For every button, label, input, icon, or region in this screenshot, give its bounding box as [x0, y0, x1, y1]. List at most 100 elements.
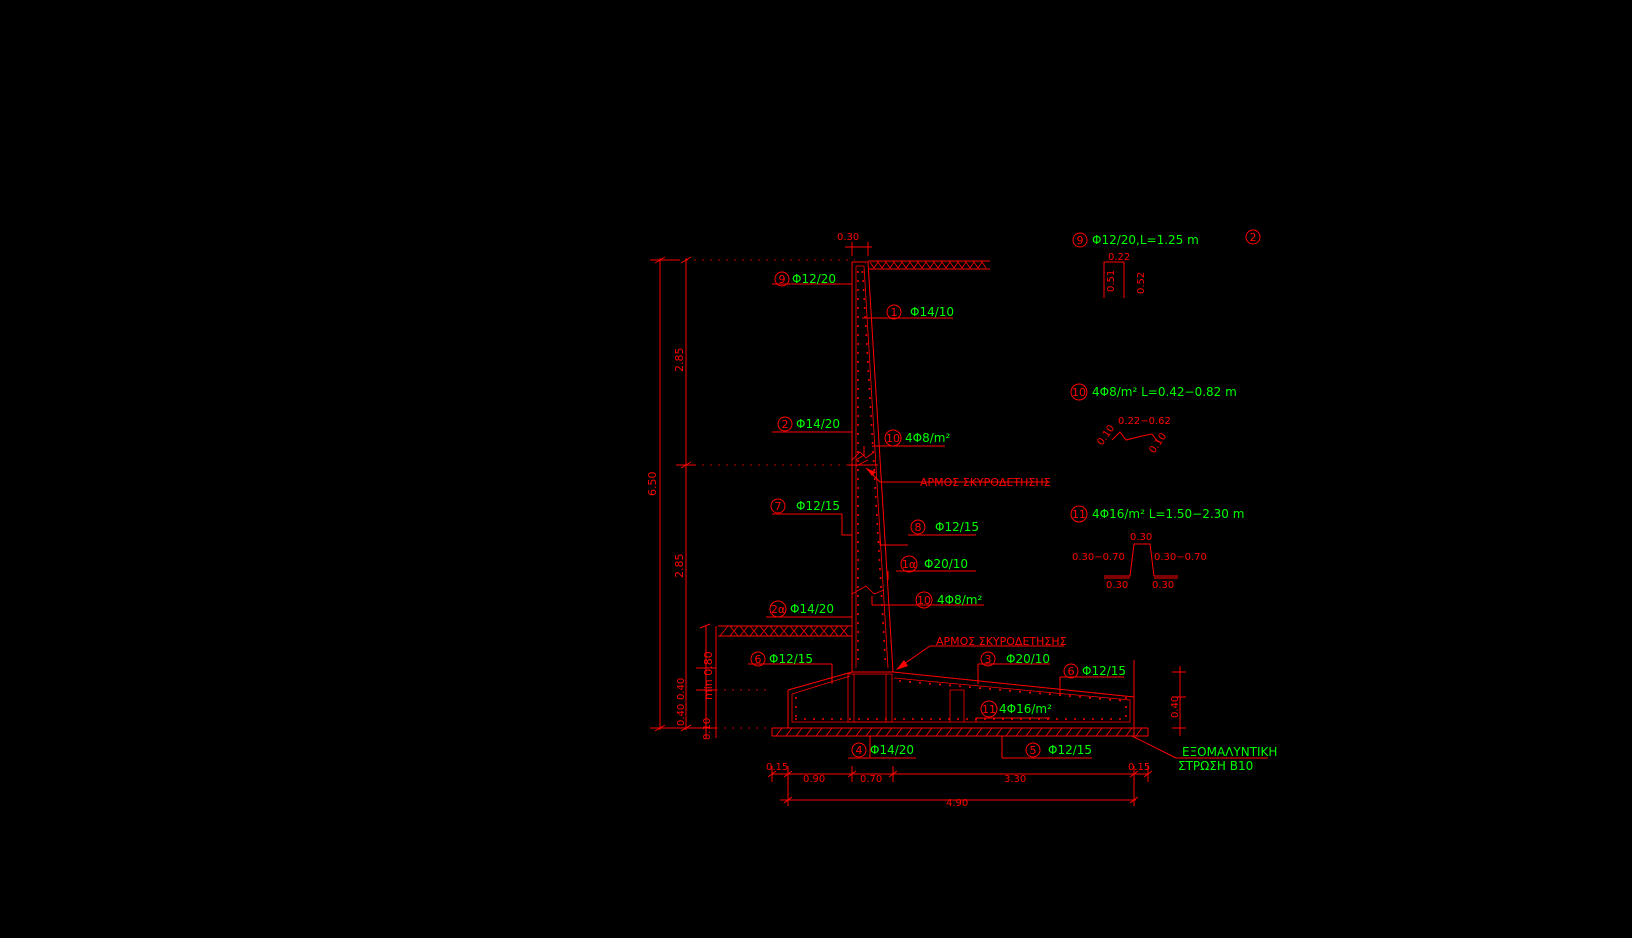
rebar-dot	[857, 532, 859, 534]
svg-text:11: 11	[982, 703, 996, 716]
marker-11: 11	[980, 700, 998, 718]
rebar-dot	[879, 577, 882, 579]
rebar-dot	[1065, 718, 1067, 720]
label-bar-6-right: Φ12/15	[1082, 664, 1126, 678]
rebar-dot	[989, 687, 991, 690]
rebar-dot	[1125, 706, 1127, 708]
rebar-dot	[919, 681, 921, 684]
dim-lower-height: 2.85	[673, 554, 686, 579]
svg-text:0.22: 0.22	[1108, 252, 1130, 263]
marker-1a: 1α	[900, 555, 918, 573]
bar-labels: Φ12/20 Φ14/10 Φ14/20 4Φ8/m² ΑΡΜΟΣ ΣΚΥΡΟΔ…	[769, 272, 1277, 773]
rebar-dot	[884, 658, 887, 660]
rebar-dot	[959, 685, 961, 688]
rebar-dot	[1089, 696, 1091, 699]
label-bar-9: Φ12/20	[792, 272, 836, 286]
bottom-dimensions: 0.15 0.90 0.70 3.30 0.15 4.90 0.30 0.40	[766, 232, 1181, 809]
rebar-dot	[795, 706, 797, 708]
svg-text:1α: 1α	[902, 558, 916, 571]
rebar-dot	[930, 718, 932, 720]
rebar-dot	[857, 334, 859, 336]
rebar-dot	[857, 604, 859, 606]
label-joint-top: ΑΡΜΟΣ ΣΚΥΡΟΔΕΤΗΣΗΣ	[920, 476, 1051, 489]
rebar-dot	[880, 586, 883, 588]
rebar-dot	[870, 415, 873, 417]
rebar-dot	[939, 718, 941, 720]
rebar-dot	[867, 370, 870, 372]
marker-1: 1	[886, 304, 902, 320]
label-joint-bottom: ΑΡΜΟΣ ΣΚΥΡΟΔΕΤΗΣΗΣ	[936, 635, 1067, 648]
dim-upper-height: 2.85	[673, 348, 686, 373]
rebar-dot	[857, 289, 859, 291]
rebar-dot	[867, 379, 870, 381]
svg-text:9: 9	[1077, 234, 1084, 247]
label-leveling-1: ΕΞΟΜΑΛΥΝΤΙΚΗ	[1182, 745, 1277, 759]
rebar-dot	[1099, 697, 1101, 700]
label-bar-11: 4Φ16/m²	[999, 702, 1052, 716]
svg-text:10: 10	[886, 432, 900, 445]
marker-5: 5	[1025, 742, 1041, 758]
soil-surface	[718, 260, 990, 637]
rebar-dot	[857, 361, 859, 363]
marker-9: 9	[774, 271, 790, 287]
rebar-dot	[876, 523, 879, 525]
rebar-dot	[948, 718, 950, 720]
label-bar-2a: Φ14/20	[790, 602, 834, 616]
rebar-dot	[857, 496, 859, 498]
svg-text:4Φ16/m² L=1.50−2.30 m: 4Φ16/m² L=1.50−2.30 m	[1092, 507, 1244, 521]
rebar-dot	[874, 496, 877, 498]
rebar-dot	[857, 298, 859, 300]
svg-text:5: 5	[1030, 744, 1037, 757]
svg-text:4Φ8/m² L=0.42−0.82 m: 4Φ8/m² L=0.42−0.82 m	[1092, 385, 1237, 399]
rebar-dot	[857, 550, 859, 552]
svg-text:11: 11	[1072, 508, 1086, 521]
rebar-dot	[857, 523, 859, 525]
rebar-dot	[869, 406, 872, 408]
label-bar-1a: Φ20/10	[924, 557, 968, 571]
rebar-dot	[857, 586, 859, 588]
bar-schedule: 9 Φ12/20,L=1.25 m 0.22 0.51 0.52 2 10 4Φ…	[1070, 229, 1261, 591]
svg-text:4: 4	[856, 744, 863, 757]
rebar-dot	[861, 271, 864, 273]
rebar-dot	[875, 505, 878, 507]
wall-stem	[848, 261, 894, 673]
rebar-dot	[865, 343, 868, 345]
marker-6-right: 6	[1063, 663, 1079, 679]
rebar-dot	[1109, 698, 1111, 701]
marker-4: 4	[851, 742, 867, 758]
rebar-dot	[857, 541, 859, 543]
rebar-dot	[969, 686, 971, 689]
rebar-dot	[1069, 695, 1071, 698]
bar-markers: 9 1 2 10 7 8 1α 10 2α 6 3 6 11 4 5	[750, 271, 1079, 758]
svg-text:0.10: 0.10	[1147, 431, 1169, 456]
rebar-dot	[857, 640, 859, 642]
left-dimensions: 6.50 2.85 2.85 min 0.80 0.40 0.40 0.10	[646, 256, 855, 740]
rebar-dot	[857, 595, 859, 597]
rebar-dot	[863, 307, 866, 309]
rebar-dot	[1125, 697, 1127, 699]
rebar-dot	[1019, 690, 1021, 693]
rebar-dot	[876, 718, 878, 720]
rebar-dot	[1119, 699, 1121, 702]
rebar-dot	[873, 469, 876, 471]
rebar-dot	[857, 460, 859, 462]
svg-text:0.51: 0.51	[1106, 270, 1117, 292]
rebar-dot	[999, 688, 1001, 691]
rebar-dot	[881, 613, 884, 615]
rebar-dot	[1049, 693, 1051, 696]
rebar-dot	[1110, 718, 1112, 720]
rebar-dot	[857, 613, 859, 615]
rebar-dot	[1039, 692, 1041, 695]
rebar-dot	[862, 289, 865, 291]
label-leveling-2: ΣΤΡΩΣΗ Β10	[1178, 759, 1253, 773]
svg-text:1: 1	[891, 306, 898, 319]
schedule-marker-2: 2	[1245, 229, 1261, 245]
label-bar-10-bot: 4Φ8/m²	[937, 593, 982, 607]
rebar-dot	[882, 622, 885, 624]
svg-text:10: 10	[1072, 386, 1086, 399]
stem-rebar-dots	[857, 271, 887, 660]
rebar-dot	[1125, 715, 1127, 717]
rebar-dot	[857, 433, 859, 435]
rebar-dot	[870, 424, 873, 426]
